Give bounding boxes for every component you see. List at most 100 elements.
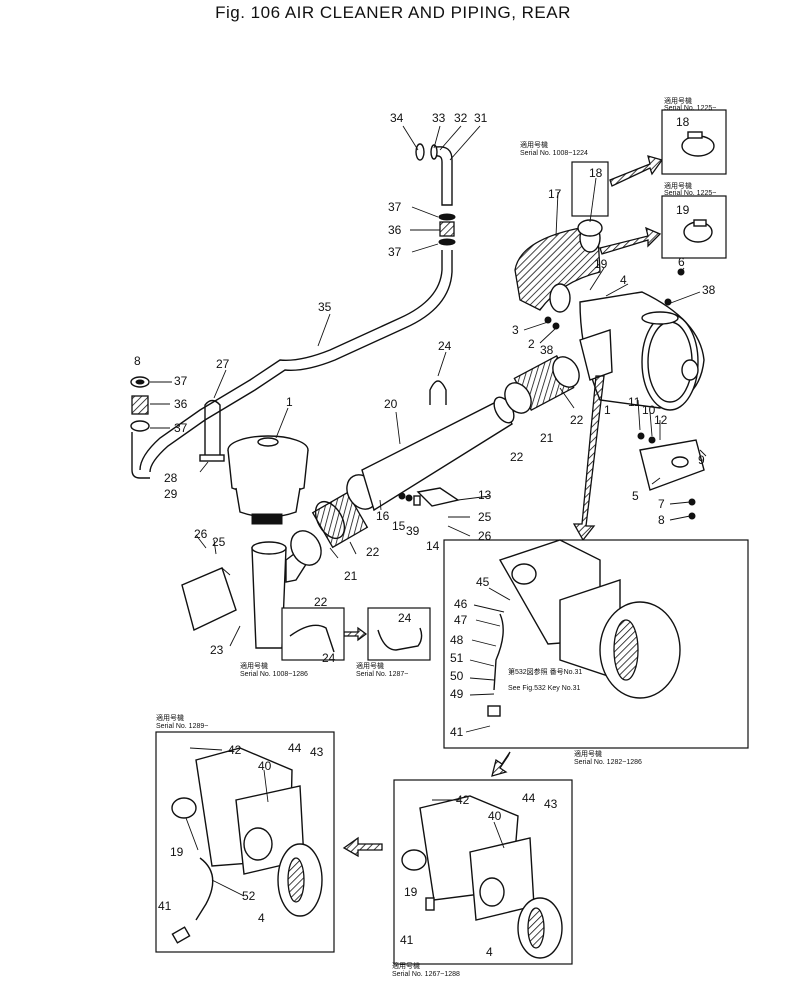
label-50: 50 [450,669,464,683]
note-1225-b: Serial No. 1225~ [664,190,716,197]
label-43b: 43 [544,797,558,811]
label-22c: 22 [366,545,380,559]
label-9: 9 [698,453,705,467]
label-1a: 1 [286,395,293,409]
u-bolt-24 [429,380,447,405]
label-41c: 41 [400,933,414,947]
label-37d: 37 [174,421,188,435]
label-4a: 4 [620,273,627,287]
label-41a: 41 [450,725,464,739]
label-42a: 42 [228,743,242,757]
note-1287: Serial No. 1287~ [356,671,408,678]
label-26b: 26 [194,527,208,541]
label-25a: 25 [478,510,492,524]
note-1267-1288: Serial No. 1267~1288 [392,971,460,978]
label-37c: 37 [174,374,188,388]
label-5: 5 [632,489,639,503]
note-1225-a: Serial No. 1225~ [664,105,716,112]
label-23: 23 [210,643,224,657]
label-10: 10 [642,403,656,417]
note-heading-7: 適用号機 [574,749,602,758]
label-47: 47 [454,613,468,627]
note-heading-6: 適用号機 [156,713,184,722]
label-6: 6 [678,255,685,269]
label-24c: 24 [398,611,412,625]
label-25b: 25 [212,535,226,549]
leader-lines [150,125,707,897]
label-2: 2 [528,337,535,351]
pipe-assembly-upper [130,143,456,479]
label-8a: 8 [134,354,141,368]
label-22a: 22 [570,413,584,427]
note-heading-1: 適用号機 [664,96,692,105]
label-44a: 44 [288,741,302,755]
label-18b: 18 [676,115,690,129]
label-24b: 24 [322,651,336,665]
label-19b: 19 [676,203,690,217]
label-27: 27 [216,357,230,371]
note-heading-4: 適用号機 [240,661,268,670]
figure-title: Fig. 106 AIR CLEANER AND PIPING, REAR [215,3,571,22]
label-42b: 42 [456,793,470,807]
label-11: 11 [628,395,641,409]
note-1008-1224: Serial No. 1008~1224 [520,150,588,157]
note-heading-2: 適用号機 [664,181,692,190]
label-17: 17 [548,187,562,201]
label-19a: 19 [594,257,608,271]
hose-centre [290,354,580,566]
label-46: 46 [454,597,468,611]
arrow-small [343,626,368,642]
label-32: 32 [454,111,468,125]
note-1008-1286: Serial No. 1008~1286 [240,671,308,678]
note-1282-1286: Serial No. 1282~1286 [574,759,642,766]
label-37b: 37 [388,245,402,259]
u-bolt-27 [204,399,221,455]
label-19d: 19 [404,885,418,899]
label-41b: 41 [158,899,172,913]
inset-18b [571,161,609,217]
arrow-18 [609,155,664,187]
label-15: 15 [392,519,406,533]
label-3: 3 [512,323,519,337]
label-33: 33 [432,111,446,125]
label-13: 13 [478,488,492,502]
label-29: 29 [164,487,178,501]
label-21a: 21 [540,431,554,445]
arrow-19 [599,226,662,255]
label-51: 51 [450,651,464,665]
note-1289: Serial No. 1289~ [156,723,208,730]
label-12: 12 [654,413,668,427]
label-36b: 36 [174,397,188,411]
label-22b: 22 [510,450,524,464]
inset-18 [661,109,727,175]
crossref-line-1: 第532図参照 番号No.31 [508,667,582,676]
label-45: 45 [476,575,490,589]
label-38a: 38 [702,283,716,297]
label-43a: 43 [310,745,324,759]
label-16: 16 [376,509,390,523]
label-21b: 21 [344,569,358,583]
note-heading-3: 適用号機 [520,140,548,149]
label-4c: 4 [486,945,493,959]
label-36a: 36 [388,223,402,237]
label-49: 49 [450,687,464,701]
label-52: 52 [242,889,256,903]
label-19c: 19 [170,845,184,859]
label-7: 7 [658,497,665,511]
label-40a: 40 [258,759,272,773]
part-labels: 34 33 32 31 37 36 37 35 8 37 36 37 27 1 … [134,111,716,959]
label-1b: 1 [604,403,611,417]
label-48: 48 [450,633,464,647]
label-37a: 37 [388,200,402,214]
label-44b: 44 [522,791,536,805]
label-40b: 40 [488,809,502,823]
air-cleaner-left [181,435,311,649]
crossref-line-2: See Fig.532 Key No.31 [508,685,580,692]
label-28: 28 [164,471,178,485]
label-34: 34 [390,111,404,125]
label-4b: 4 [258,911,265,925]
label-39: 39 [406,524,420,538]
serial-notes: 適用号機 Serial No. 1225~ 適用号機 Serial No. 12… [156,96,716,978]
label-18a: 18 [589,166,603,180]
inset-24b [367,607,431,661]
